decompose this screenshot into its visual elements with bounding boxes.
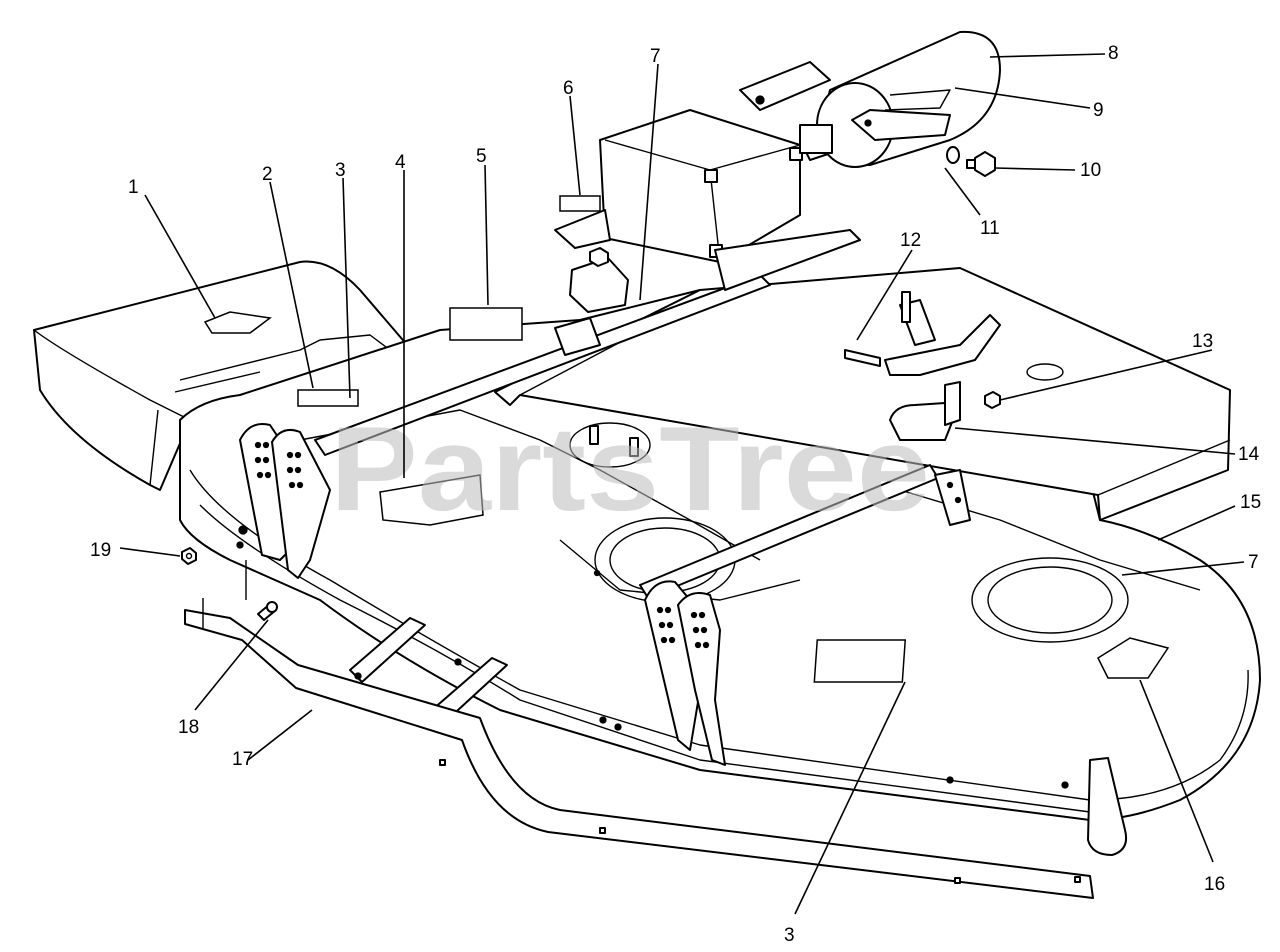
bolt-10 (966, 151, 996, 177)
callout-14: 14 (1238, 444, 1260, 465)
gearbox (554, 109, 861, 291)
deck-decal-3 (813, 639, 907, 683)
hanger-rods (314, 274, 939, 599)
callout-17: 17 (232, 749, 253, 770)
deck-cover-plate (494, 267, 1231, 521)
callout-7-top: 7 (650, 46, 661, 67)
callout-6: 6 (563, 78, 574, 99)
callout-19: 19 (90, 540, 111, 561)
front-bumper (184, 609, 1094, 899)
callout-11: 11 (980, 218, 1000, 239)
callout-4: 4 (395, 152, 406, 173)
idler-bracket-assembly (844, 291, 1001, 441)
deck-decal-4 (379, 474, 484, 526)
discharge-chute-cover (33, 260, 431, 491)
washer-11 (946, 146, 960, 164)
callout-18: 18 (178, 717, 199, 738)
bracket-holes-right (656, 606, 710, 649)
callout-7-right: 7 (1248, 552, 1259, 573)
callout-13: 13 (1192, 331, 1213, 352)
spindle-mount (449, 247, 629, 356)
rear-hanger-brackets (644, 469, 971, 766)
callout-15: 15 (1240, 492, 1261, 513)
pulley-shield (739, 30, 1001, 168)
bracket-holes-left (254, 441, 304, 489)
gearbox-decal-6 (559, 195, 601, 212)
front-hanger-brackets (239, 423, 331, 579)
callout-3-bottom: 3 (784, 925, 795, 946)
deck-decal-16 (1097, 637, 1170, 679)
watermark: PartsTree (330, 402, 930, 536)
callout-5: 5 (476, 146, 487, 167)
callout-1: 1 (128, 177, 139, 198)
bolt-18 (257, 601, 278, 621)
leader-lines (119, 53, 1245, 915)
nut-19 (181, 547, 197, 565)
callout-2: 2 (262, 164, 273, 185)
callout-12: 12 (900, 230, 921, 251)
callout-3-top: 3 (335, 160, 346, 181)
callout-16: 16 (1204, 874, 1225, 895)
deck-decal-2 (297, 389, 359, 407)
callout-10: 10 (1080, 160, 1101, 181)
decal-5 (449, 307, 523, 341)
callout-8: 8 (1108, 43, 1119, 64)
chute-decal-1 (203, 311, 272, 334)
callout-9: 9 (1093, 100, 1104, 121)
callouts: 1 2 3 4 5 6 7 8 9 10 11 12 13 14 15 7 16… (90, 43, 1261, 946)
